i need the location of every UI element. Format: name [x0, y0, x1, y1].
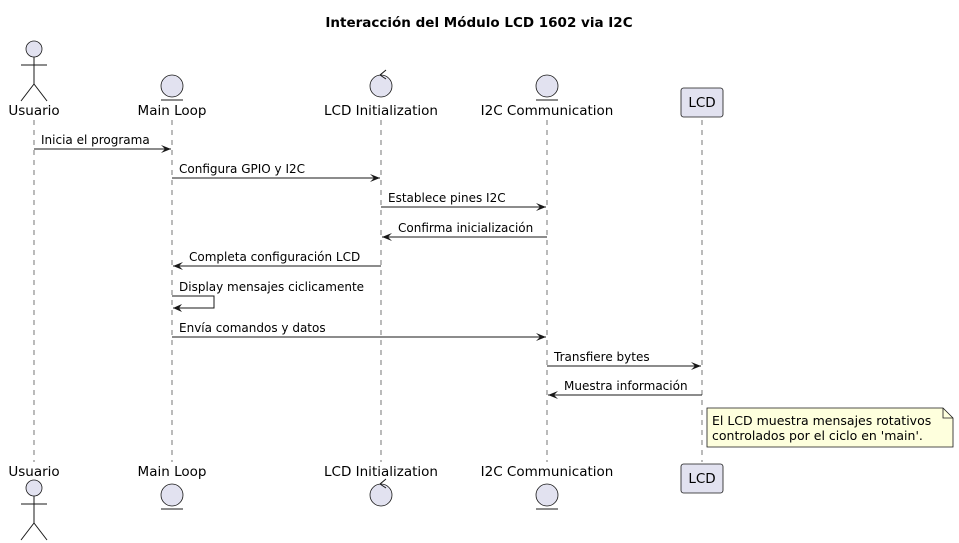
message-self-line	[172, 295, 215, 309]
message-arrowhead	[173, 304, 182, 312]
main-bottom-entity-icon	[160, 483, 184, 507]
participants-top: Usuario Main Loop LCD Initialization I2C Co…	[8, 40, 724, 119]
message-label: Establece pines I2C	[388, 191, 506, 205]
message-label: Completa configuración LCD	[189, 250, 360, 264]
usuario-top-actor-leg-left	[20, 83, 35, 102]
main-top-label: Main Loop	[138, 103, 207, 119]
init-top-control-icon	[369, 74, 393, 98]
message-3: Establece pines I2C	[381, 191, 546, 211]
message-4: Confirma inicialización	[382, 221, 547, 241]
message-arrowhead	[536, 203, 546, 211]
lcd-top-label: LCD	[688, 95, 715, 111]
note: El LCD muestra mensajes rotativoscontrol…	[706, 407, 954, 448]
note-line: El LCD muestra mensajes rotativos	[712, 413, 931, 428]
init-top-label: LCD Initialization	[324, 103, 438, 119]
message-label: Confirma inicialización	[398, 221, 533, 235]
usuario-bottom-actor-leg-left	[20, 522, 35, 541]
message-arrowhead	[691, 362, 701, 370]
diagram-title: Interacción del Módulo LCD 1602 via I2C	[325, 15, 632, 31]
init-bottom-control-arrow	[379, 478, 387, 489]
message-label: Configura GPIO y I2C	[179, 162, 305, 176]
message-arrowhead	[382, 233, 392, 241]
usuario-top-actor-head	[25, 40, 43, 58]
message-2: Configura GPIO y I2C	[172, 162, 380, 182]
message-label: Envía comandos y datos	[179, 321, 326, 335]
message-arrowhead	[173, 262, 183, 270]
usuario-top-label: Usuario	[8, 103, 59, 119]
message-label: Muestra información	[564, 379, 688, 393]
i2c-top-label: I2C Communication	[481, 103, 614, 119]
message-5: Completa configuración LCD	[173, 250, 381, 270]
message-arrowhead	[161, 145, 171, 153]
lcd-top-participant-box	[680, 87, 724, 118]
main-bottom-label: Main Loop	[138, 464, 207, 480]
message-arrowhead	[370, 174, 380, 182]
usuario-bottom-actor-leg-right	[33, 522, 48, 541]
message-9: Muestra información	[548, 379, 702, 399]
main-top-entity-icon	[160, 74, 184, 98]
note-line: controlados por el ciclo en 'main'.	[712, 428, 923, 443]
i2c-bottom-label: I2C Communication	[481, 464, 614, 480]
init-top-control-arrow	[379, 69, 387, 80]
note-box	[706, 407, 954, 448]
usuario-bottom-label: Usuario	[8, 464, 59, 480]
lifelines	[33, 120, 703, 462]
message-arrowhead	[536, 333, 546, 341]
message-1: Inicia el programa	[34, 133, 171, 153]
participants-bottom: Usuario Main Loop LCD Initialization I2C Co…	[8, 463, 724, 541]
note-fold	[942, 408, 953, 419]
lcd-bottom-participant-box	[680, 463, 724, 494]
init-bottom-label: LCD Initialization	[324, 464, 438, 480]
message-label: Inicia el programa	[41, 133, 150, 147]
message-arrowhead	[548, 391, 558, 399]
i2c-bottom-entity-icon	[535, 483, 559, 507]
message-8: Transfiere bytes	[547, 350, 701, 370]
message-label: Display mensajes ciclicamente	[179, 280, 364, 294]
usuario-bottom-actor-head	[25, 479, 43, 497]
message-6: Display mensajes ciclicamente	[172, 280, 364, 312]
usuario-top-actor-leg-right	[33, 83, 48, 102]
init-bottom-control-icon	[369, 483, 393, 507]
message-7: Envía comandos y datos	[172, 321, 546, 341]
lcd-bottom-label: LCD	[688, 471, 715, 487]
i2c-top-entity-icon	[535, 74, 559, 98]
message-label: Transfiere bytes	[553, 350, 650, 364]
